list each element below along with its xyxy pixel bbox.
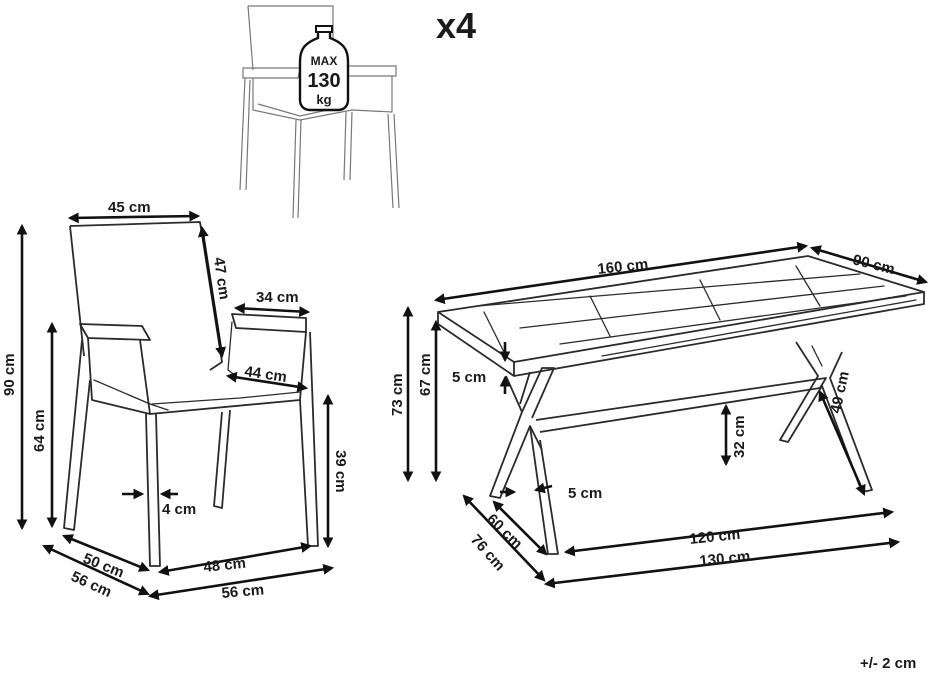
weight-badge-unit: kg xyxy=(316,92,331,107)
table-illustration xyxy=(437,255,925,555)
chair-leg-thickness-label: 4 cm xyxy=(162,501,196,518)
chair-back-height-label: 47 cm xyxy=(210,256,233,300)
chair-width-label: 56 cm xyxy=(221,581,265,602)
chair-seat-width-label: 48 cm xyxy=(203,555,247,576)
quantity-label: x4 xyxy=(436,5,476,46)
main-chair-illustration xyxy=(63,221,319,567)
weight-badge-max: MAX xyxy=(311,54,338,68)
chair-armrest-height-label: 64 cm xyxy=(31,409,48,452)
table-leg-thickness-label: 5 cm xyxy=(568,485,602,502)
max-weight-badge: MAX 130 kg xyxy=(298,25,350,112)
table-clearance-label: 67 cm xyxy=(417,353,434,396)
chair-seat-height-label: 39 cm xyxy=(332,450,349,493)
table-dimension-arrows xyxy=(402,241,929,589)
chair-armrest-length-label: 34 cm xyxy=(256,289,299,306)
table-top-thickness-label: 5 cm xyxy=(452,369,486,386)
chair-dimension-arrows xyxy=(16,210,335,601)
table-length-label: 160 cm xyxy=(597,256,649,278)
table-height-label: 73 cm xyxy=(389,373,406,416)
chair-total-height-label: 90 cm xyxy=(1,353,18,396)
table-leg-span-label: 120 cm xyxy=(689,526,741,548)
chair-seat-depth-label: 44 cm xyxy=(243,363,287,386)
table-beam-height-label: 32 cm xyxy=(731,415,748,458)
chair-back-width-label: 45 cm xyxy=(108,199,151,216)
table-base-length-label: 130 cm xyxy=(699,548,751,570)
tolerance-note: +/- 2 cm xyxy=(860,655,916,672)
weight-badge-value: 130 xyxy=(307,70,340,92)
